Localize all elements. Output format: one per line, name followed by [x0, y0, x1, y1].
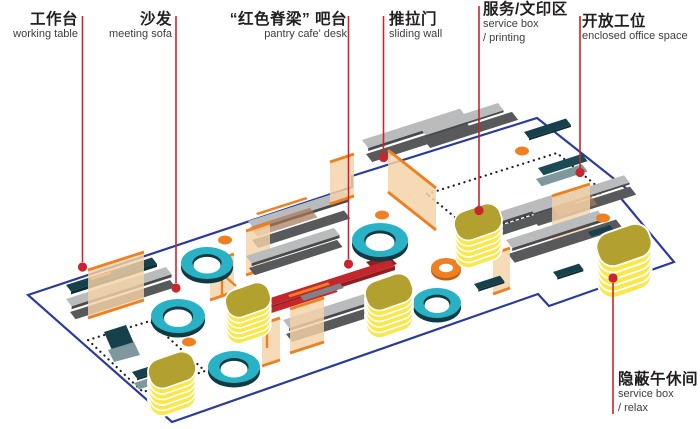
orange-rail: [492, 286, 511, 296]
orange-rail: [289, 340, 325, 355]
partition-wall: [290, 298, 324, 353]
leader-dot: [474, 205, 484, 216]
cabinet-bar: [474, 275, 505, 290]
desk-bar: [420, 103, 504, 136]
label-en: enclosed office space: [582, 30, 688, 43]
desk-bar: [362, 108, 467, 148]
desk-bar: [424, 111, 519, 148]
leader-dot: [575, 167, 585, 178]
label-en: working table: [13, 28, 78, 41]
desk-bar: [248, 190, 350, 229]
label-en2: / relax: [618, 401, 648, 414]
desk-bar: [246, 227, 340, 264]
orange-rail: [551, 182, 591, 198]
label-zh: 推拉门: [389, 11, 438, 28]
dotted-zone: [85, 319, 208, 394]
service-box: [224, 281, 272, 345]
label-en: meeting sofa: [109, 28, 172, 41]
leader-dot: [608, 273, 618, 283]
label-service-box-relax: 隐蔽午休间 service box / relax: [618, 371, 698, 416]
label-enclosed-office-space: 开放工位 enclosed office space: [582, 13, 688, 44]
orange-rail-bar: [256, 197, 308, 216]
orange-rail: [329, 152, 355, 164]
sofa-ring: [352, 223, 408, 262]
orange-rail: [329, 194, 355, 206]
leader-dot: [343, 259, 354, 269]
orange-dot: [375, 210, 389, 220]
label-zh: 服务/文印区: [483, 1, 568, 18]
desk-bar-side: [512, 218, 605, 251]
cabinet-bar: [588, 224, 614, 237]
cabinet-bar: [538, 153, 588, 176]
sofa-ring: [208, 351, 260, 388]
desk-bar: [252, 210, 351, 248]
service-box: [364, 272, 414, 339]
service-box: [595, 222, 653, 299]
orange-dot: [596, 213, 610, 223]
desk-bar-side: [425, 110, 504, 138]
partition-wall: [88, 252, 144, 318]
label-zh: 沙发: [139, 11, 172, 28]
sofa-ring: [151, 299, 205, 338]
label-working-table: 工作台 working table: [13, 11, 78, 42]
label-zh: 隐蔽午休间: [618, 371, 699, 388]
leader-dot: [171, 283, 181, 293]
desk-bar: [249, 239, 343, 276]
label-sliding-wall: 推拉门 sliding wall: [389, 11, 442, 42]
orange-rail: [261, 358, 281, 368]
label-zh: “红色脊梁” 吧台: [229, 11, 347, 28]
orange-dot: [515, 146, 529, 156]
orange-rail: [387, 190, 437, 232]
orange-rail: [245, 221, 271, 233]
cabinet-bar: [536, 164, 588, 187]
sofa-ring: [181, 247, 233, 284]
label-en: service box: [618, 388, 674, 401]
orange-ring: [431, 258, 461, 281]
label-pantry-cafe-desk: “红色脊梁” 吧台 pantry cafe' desk: [230, 11, 347, 42]
orange-rail-bar: [288, 282, 330, 298]
cabinet-bar: [553, 263, 584, 278]
orange-dot: [218, 235, 232, 245]
orange-rail: [289, 296, 325, 311]
cabinet-bar-side: [557, 269, 584, 280]
cabinet-bar: [524, 118, 571, 139]
leader-dot: [77, 262, 88, 272]
label-en: pantry cafe' desk: [264, 28, 347, 41]
sliding-wall-panel: [388, 150, 436, 230]
label-service-box-printing: 服务/文印区 service box / printing: [483, 1, 568, 46]
orange-rail: [387, 148, 437, 190]
label-meeting-sofa: 沙发 meeting sofa: [109, 11, 172, 42]
cabinet-bar-side: [478, 281, 505, 292]
desk-bar-side: [251, 235, 340, 267]
orange-rail: [87, 250, 145, 272]
label-en2: / printing: [483, 31, 526, 44]
desk-bar: [506, 210, 605, 248]
label-zh: 开放工位: [582, 13, 647, 30]
service-box: [453, 202, 503, 269]
label-en: sliding wall: [389, 28, 443, 41]
sofa-ring: [413, 288, 461, 323]
desk-bar: [300, 283, 344, 301]
leader-dot: [378, 152, 389, 163]
label-zh: 工作台: [29, 11, 78, 28]
orange-dot: [182, 337, 196, 347]
cabinet-bar: [108, 342, 140, 362]
label-en: service box: [483, 18, 539, 31]
service-box: [147, 350, 197, 417]
orange-rail: [87, 298, 145, 320]
cabinet-bar-side: [528, 124, 571, 141]
